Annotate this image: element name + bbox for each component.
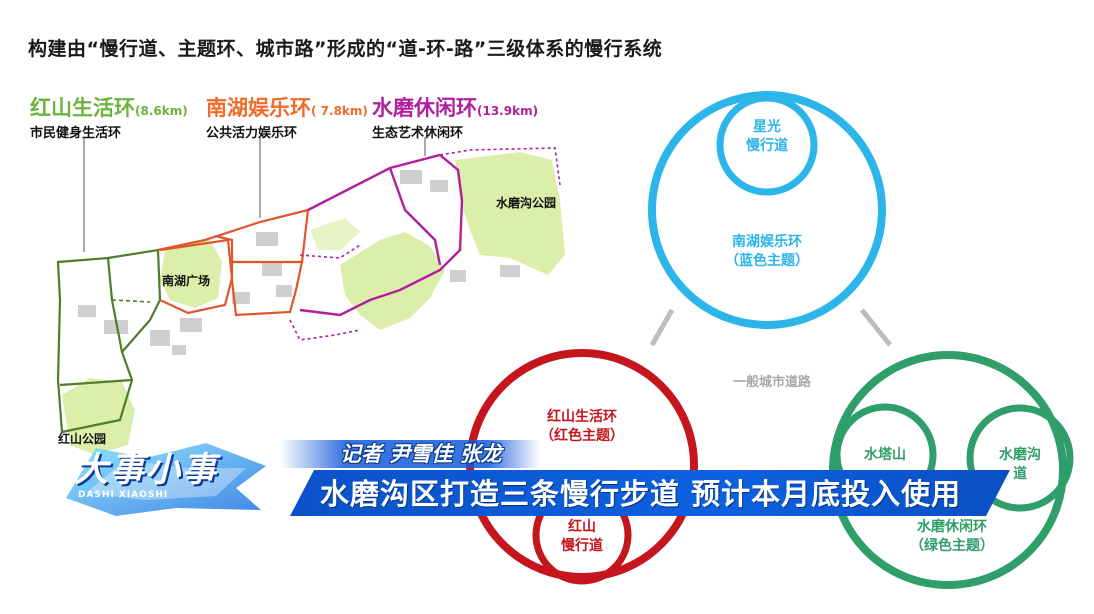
logo-subtext: DASHI XIAOSHI xyxy=(78,490,169,500)
hongshan-route-dashed xyxy=(111,299,151,303)
shuimo-route-dashed xyxy=(289,319,361,341)
hongshan-route xyxy=(59,378,133,387)
route-legend-hongshan: 红山生活环(8.6km) 市民健身生活环 xyxy=(30,92,188,141)
building-block xyxy=(150,330,170,346)
shuimo-route-dashed xyxy=(439,147,561,186)
nanhu-square-area xyxy=(160,240,222,308)
red-inner-line2: 慢行道 xyxy=(561,537,603,554)
hongshan-route xyxy=(56,256,134,434)
shuimo-route xyxy=(388,167,442,266)
nanhu-route xyxy=(157,208,310,317)
green-area xyxy=(340,232,445,330)
route-km: ( 7.8km) xyxy=(311,104,368,118)
red-outer-text: 红山生活环 （红色主题） xyxy=(540,408,624,446)
building-block xyxy=(104,320,128,334)
building-block xyxy=(256,232,278,246)
red-inner-line1: 红山 xyxy=(568,519,596,535)
green-inner-left-text: 水塔山 xyxy=(864,447,906,463)
route-legend-nanhu: 南湖娱乐环( 7.8km) 公共活力娱乐环 xyxy=(206,92,368,141)
headline-banner xyxy=(290,470,1010,516)
green-inner-right-line2: 道 xyxy=(1013,465,1027,482)
red-inner-text: 红山 慢行道 xyxy=(561,518,603,556)
red-outer-line1: 红山生活环 xyxy=(547,409,617,425)
green-outer-line2: （绿色主题） xyxy=(910,537,994,554)
blue-inner-line2: 慢行道 xyxy=(746,137,788,154)
connector-line xyxy=(860,308,892,347)
reporter-strip xyxy=(280,440,540,468)
shuimogou-park-area xyxy=(455,152,565,275)
building-block xyxy=(430,180,448,192)
blue-inner-text: 星光 慢行道 xyxy=(746,118,788,156)
building-block xyxy=(276,285,292,297)
headline-text: 水磨沟区打造三条慢行步道 预计本月底投入使用 xyxy=(320,477,962,511)
route-desc: 市民健身生活环 xyxy=(30,126,122,141)
hongshan-park-label: 红山公园 xyxy=(58,432,107,446)
logo-burst-icon xyxy=(66,443,266,516)
page-title: 构建由“慢行道、主题环、城市路”形成的“道-环-路”三级体系的慢行系统 xyxy=(28,38,663,60)
hongshan-park-area xyxy=(62,378,135,455)
route-name: 水磨休闲环 xyxy=(372,96,477,120)
city-road-label: 一般城市道路 xyxy=(732,375,812,390)
building-block xyxy=(78,305,96,317)
route-km: (13.9km) xyxy=(477,104,539,118)
green-area xyxy=(310,218,360,250)
blue-outer-line2: （蓝色主题） xyxy=(725,252,809,269)
red-outer-line2: （红色主题） xyxy=(540,427,624,444)
green-outer-text: 水磨休闲环 （绿色主题） xyxy=(910,518,994,556)
blue-outer-line1: 南湖娱乐环 xyxy=(732,234,802,250)
green-inner-right-text: 水磨沟 道 xyxy=(999,446,1041,484)
building-block xyxy=(172,345,186,355)
building-block xyxy=(180,318,202,332)
blue-inner-line1: 星光 xyxy=(753,119,781,135)
building-block xyxy=(450,270,466,282)
logo-text: 大事小事 xyxy=(74,450,218,490)
green-outer-line1: 水磨休闲环 xyxy=(917,519,987,535)
program-logo: 大事小事 DASHI XIAOSHI xyxy=(56,438,276,518)
route-desc: 公共活力娱乐环 xyxy=(206,126,298,141)
route-name: 红山生活环 xyxy=(30,96,135,120)
building-block xyxy=(400,170,422,184)
route-km: (8.6km) xyxy=(135,104,188,118)
blue-inner-circle xyxy=(716,94,818,196)
shuimo-route-dashed xyxy=(299,244,361,259)
shuimogou-park-label: 水磨沟公园 xyxy=(496,196,557,210)
nanhu-square-label: 南湖广场 xyxy=(162,274,211,288)
green-inner-right-circle xyxy=(966,404,1074,512)
reporter-credit: 记者 尹雪佳 张龙 xyxy=(340,442,502,466)
blue-outer-text: 南湖娱乐环 （蓝色主题） xyxy=(725,233,809,271)
building-block xyxy=(500,265,520,277)
nanhu-route xyxy=(159,238,234,315)
green-inner-right-line1: 水磨沟 xyxy=(999,447,1041,463)
route-name: 南湖娱乐环 xyxy=(206,96,311,120)
route-desc: 生态艺术休闲环 xyxy=(372,126,464,141)
building-block xyxy=(262,262,282,276)
route-legend-shuimo: 水磨休闲环(13.9km) 生态艺术休闲环 xyxy=(372,92,538,141)
connector-line xyxy=(649,308,675,347)
building-block xyxy=(232,292,250,304)
shuimo-route xyxy=(299,153,464,317)
